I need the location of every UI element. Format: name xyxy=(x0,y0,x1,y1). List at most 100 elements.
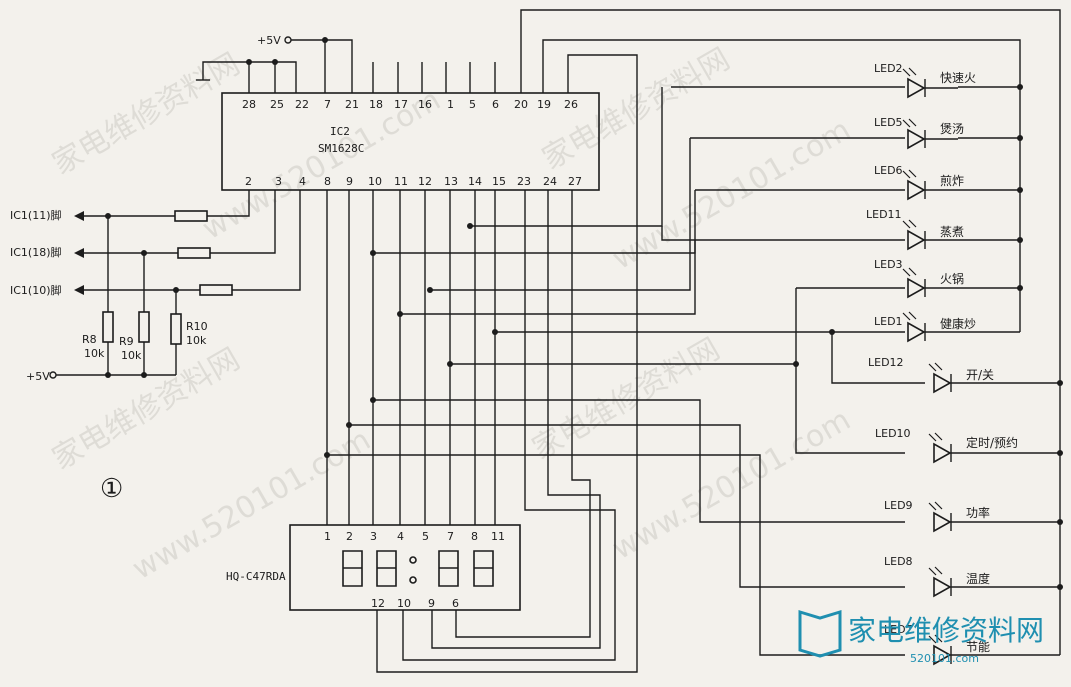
pin-label: 6 xyxy=(452,597,459,610)
pin-label: 4 xyxy=(299,175,306,188)
pin-label: 3 xyxy=(370,530,377,543)
pin-label: 1 xyxy=(447,98,454,111)
led-function: 蒸煮 xyxy=(940,225,964,239)
led9: LED9 功率 xyxy=(884,499,990,533)
led-function: 开/关 xyxy=(966,368,994,382)
pin-label: 11 xyxy=(491,530,505,543)
colon-top xyxy=(409,556,417,564)
pin-label: 27 xyxy=(568,175,582,188)
ic1-pin-10-label: IC1(10)脚 xyxy=(10,283,62,297)
pin-label: 7 xyxy=(447,530,454,543)
led-function: 定时/预约 xyxy=(966,435,1018,450)
digit-4 xyxy=(473,550,494,587)
r9-value: 10k xyxy=(121,349,142,362)
supply-label-left: +5V xyxy=(26,370,50,383)
led6: LED6 煎炸 xyxy=(874,164,964,201)
led10: LED10 定时/预约 xyxy=(875,427,1018,464)
led-function: 快速火 xyxy=(940,71,976,85)
led-function: 煲汤 xyxy=(940,121,964,136)
book-icon xyxy=(798,609,842,658)
pin-label: 9 xyxy=(346,175,353,188)
pin-label: 5 xyxy=(469,98,476,111)
led-function: 健康炒 xyxy=(940,316,976,331)
led8: LED8 温度 xyxy=(884,555,990,598)
ic2-name: IC2 xyxy=(330,125,350,138)
led2: LED2 快速火 xyxy=(874,62,976,99)
pin-label: 12 xyxy=(371,597,385,610)
display-bottom-pins: 12 10 9 6 xyxy=(371,597,459,610)
pin-label: 8 xyxy=(324,175,331,188)
led12: LED12 开/关 xyxy=(868,356,994,394)
led-ref: LED3 xyxy=(874,258,903,271)
watermark-site: www.520101.com xyxy=(197,82,447,247)
pin-label: 2 xyxy=(346,530,353,543)
pin-label: 10 xyxy=(368,175,382,188)
watermark-text: 家电维修资料网 xyxy=(47,342,246,477)
led5: LED5 煲汤 xyxy=(874,116,964,150)
ic2-bottom-pins: 2 3 4 8 9 10 11 12 13 14 15 23 24 27 xyxy=(245,175,582,188)
ic1-pin-11-label: IC1(11)脚 xyxy=(10,208,62,222)
led-ref: LED12 xyxy=(868,356,904,369)
led-function: 功率 xyxy=(966,505,990,520)
brand-logo: 家电维修资料网 520101.com xyxy=(798,609,1044,665)
ic1-pin-18-label: IC1(18)脚 xyxy=(10,245,62,259)
display-part: HQ-C47RDA xyxy=(226,570,286,583)
pin-label: 20 xyxy=(514,98,528,111)
pin-label: 17 xyxy=(394,98,408,111)
pin-label: 22 xyxy=(295,98,309,111)
led-ref: LED11 xyxy=(866,208,902,221)
pin-label: 4 xyxy=(397,530,404,543)
ic2-top-pins: 28 25 22 7 21 18 17 16 1 5 6 20 19 26 xyxy=(242,98,578,111)
pin-label: 15 xyxy=(492,175,506,188)
pin-label: 10 xyxy=(397,597,411,610)
led-ref: LED1 xyxy=(874,315,903,328)
led-ref: LED8 xyxy=(884,555,913,568)
pin-label: 19 xyxy=(537,98,551,111)
pin-label: 26 xyxy=(564,98,578,111)
led-function: 煎炸 xyxy=(940,173,964,188)
pin-label: 6 xyxy=(492,98,499,111)
pin-label: 7 xyxy=(324,98,331,111)
display-body xyxy=(289,524,521,611)
display-top-pins: 1 2 3 4 5 7 8 11 xyxy=(324,530,505,543)
ic1-interface: IC1(11)脚 IC1(18)脚 IC1(10)脚 R8 10k R9 10k… xyxy=(10,190,301,504)
figure-number: ① xyxy=(100,474,123,504)
digit-2 xyxy=(376,550,397,587)
r8-ref: R8 xyxy=(82,333,97,346)
led11: LED11 蒸煮 xyxy=(866,208,964,251)
supply-label-top: +5V xyxy=(257,34,281,47)
led-function: 节能 xyxy=(966,640,990,654)
led-ref: LED7 xyxy=(884,623,913,636)
colon-bottom xyxy=(409,576,417,584)
bus-wiring xyxy=(324,9,1063,673)
pin-label: 24 xyxy=(543,175,557,188)
led-ref: LED9 xyxy=(884,499,913,512)
pin-label: 16 xyxy=(418,98,432,111)
led1: LED1 健康炒 xyxy=(874,315,976,343)
led-group-upper: LED2 快速火 LED5 煲汤 LED6 煎炸 LED11 蒸煮 LED3 火… xyxy=(866,62,976,343)
r9-ref: R9 xyxy=(119,335,134,348)
pin-label: 23 xyxy=(517,175,531,188)
pin-label: 2 xyxy=(245,175,252,188)
led-function: 火锅 xyxy=(940,271,964,286)
pin-label: 13 xyxy=(444,175,458,188)
logo-url: 520101.com xyxy=(910,652,979,665)
ic2-part: SM1628C xyxy=(318,142,364,155)
pin-label: 12 xyxy=(418,175,432,188)
pin-label: 1 xyxy=(324,530,331,543)
led-ref: LED10 xyxy=(875,427,911,440)
r10-ref: R10 xyxy=(186,320,208,333)
led-ref: LED6 xyxy=(874,164,903,177)
pin-label: 11 xyxy=(394,175,408,188)
pin-label: 9 xyxy=(428,597,435,610)
r8-value: 10k xyxy=(84,347,105,360)
r10-value: 10k xyxy=(186,334,207,347)
led-function: 温度 xyxy=(966,571,990,586)
seven-segment-digits xyxy=(342,550,494,587)
pin-label: 21 xyxy=(345,98,359,111)
led7: LED7 节能 xyxy=(884,623,990,666)
pin-label: 5 xyxy=(422,530,429,543)
led-arrow-icons xyxy=(902,67,943,644)
led3: LED3 火锅 xyxy=(874,258,964,299)
